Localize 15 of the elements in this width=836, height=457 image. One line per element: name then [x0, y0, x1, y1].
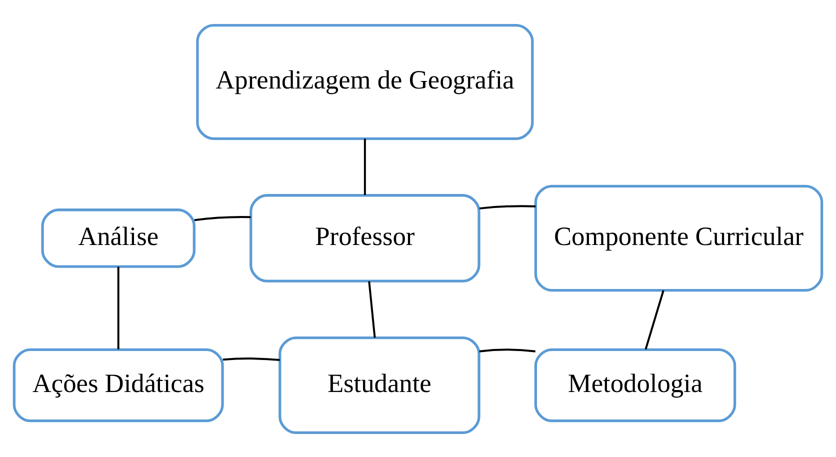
connector — [194, 215, 251, 221]
node-box: Professor — [250, 194, 480, 282]
connector — [479, 204, 536, 209]
connector — [117, 266, 120, 349]
connector — [222, 357, 280, 361]
connector — [364, 138, 366, 195]
node-box: Ações Didáticas — [12, 348, 224, 422]
node-box: Análise — [41, 208, 196, 268]
node-box: Aprendizagem de Geografia — [196, 23, 534, 140]
node-box: Metodologia — [534, 348, 736, 422]
node-box: Estudante — [278, 336, 480, 434]
connector — [479, 348, 536, 352]
connector — [644, 290, 664, 350]
connector — [368, 280, 376, 338]
node-box: Componente Curricular — [534, 184, 824, 292]
